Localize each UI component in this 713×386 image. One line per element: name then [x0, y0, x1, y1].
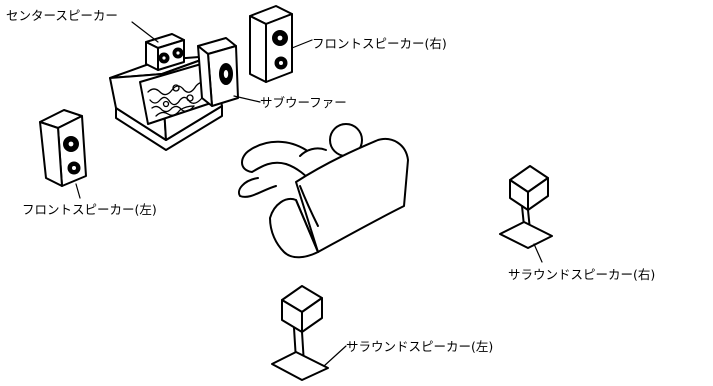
subwoofer-icon — [197, 37, 239, 107]
surround-left-speaker-icon — [271, 285, 329, 381]
label-center-speaker: センタースピーカー — [6, 8, 118, 23]
label-surround-right-speaker: サラウンドスピーカー(右) — [508, 267, 655, 282]
label-front-right-speaker: フロントスピーカー(右) — [312, 36, 447, 51]
label-subwoofer: サブウーファー — [260, 95, 347, 110]
surround-right-speaker-icon — [499, 165, 553, 249]
label-surround-left-speaker: サラウンドスピーカー(左) — [346, 339, 493, 354]
center-speaker-icon — [145, 33, 185, 71]
sofa-person-illustration — [238, 123, 409, 259]
front-left-speaker-icon — [39, 109, 87, 187]
front-right-speaker-icon — [249, 5, 293, 83]
label-front-left-speaker: フロントスピーカー(左) — [22, 202, 157, 217]
leader-lines — [75, 21, 543, 367]
